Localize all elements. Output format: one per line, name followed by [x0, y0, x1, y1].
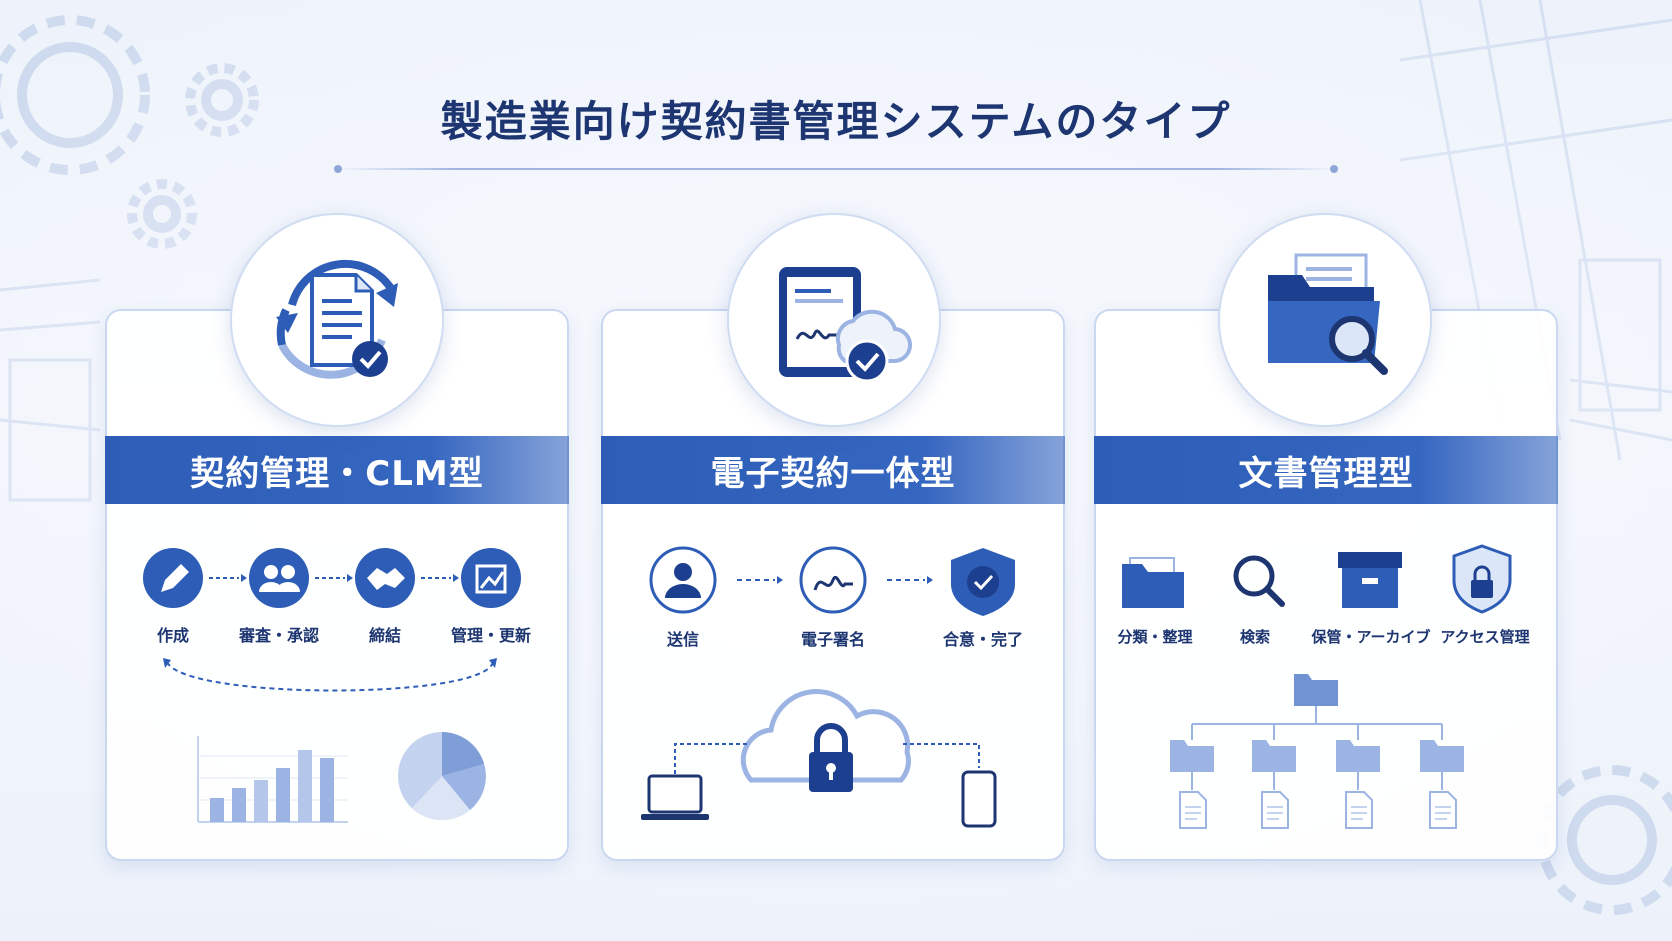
step-label-esign: 電子署名: [800, 630, 865, 649]
document-cycle-check-icon: [276, 259, 398, 379]
step-icon-archive: [1338, 552, 1402, 608]
step-icon-pencil: [143, 548, 203, 608]
step-icon-handshake: [355, 548, 415, 608]
laptop-icon: [641, 774, 709, 820]
signature-icon: [813, 576, 853, 591]
hero-circle-esign: [727, 213, 941, 427]
cloud-security-illustration: [641, 689, 997, 828]
step-icon-chart: [461, 548, 521, 608]
step-label-access: アクセス管理: [1440, 628, 1530, 646]
magnifier-icon: [1233, 555, 1285, 607]
clm-process-flow: [143, 548, 521, 692]
hero-circle-clm: [230, 213, 444, 427]
title-divider: [334, 165, 1338, 173]
document-feature-icons: [1122, 544, 1512, 614]
decorative-charts: [197, 732, 486, 823]
cloud-icon: [740, 689, 911, 783]
step-label-classify: 分類・整理: [1117, 628, 1193, 646]
step-label-conclude: 締結: [368, 626, 401, 645]
lock-icon: [809, 723, 853, 792]
step-icon-signature: [799, 546, 867, 614]
step-icon-user: [649, 546, 717, 614]
step-label-search: 検索: [1239, 628, 1270, 646]
step-label-manage: 管理・更新: [450, 626, 531, 645]
step-label-send: 送信: [666, 630, 699, 649]
hero-circle-document: [1218, 213, 1432, 427]
card-heading-document: 文書管理型: [1094, 436, 1558, 504]
step-icon-users: [249, 548, 309, 608]
tablet-signature-cloud-icon: [779, 267, 912, 383]
chart-up-icon: [475, 564, 507, 594]
user-icon: [665, 563, 701, 598]
folder-tree-illustration: [1170, 674, 1464, 829]
step-label-archive: 保管・アーカイブ: [1311, 628, 1431, 646]
document-icon: [1179, 791, 1457, 829]
smartphone-icon: [961, 770, 997, 828]
shield-lock-icon: [1452, 544, 1512, 614]
step-icon-shield: [951, 548, 1015, 616]
folder-search-icon: [1268, 253, 1388, 375]
archive-box-icon: [1338, 552, 1402, 608]
handshake-icon: [367, 568, 405, 590]
pie-chart-icon: [398, 732, 486, 820]
step-label-agree: 合意・完了: [942, 630, 1023, 649]
card-heading-esign: 電子契約一体型: [601, 436, 1065, 504]
bar-chart-icon: [197, 736, 348, 823]
page-title: 製造業向け契約書管理システムのタイプ: [440, 97, 1232, 146]
step-icon-magnifier: [1233, 555, 1285, 607]
folder-icon: [1170, 740, 1464, 772]
esign-process-flow: [649, 546, 1015, 616]
folder-icon: [1294, 674, 1338, 706]
step-icon-shield-lock: [1452, 544, 1512, 614]
step-label-review: 審査・承認: [238, 626, 319, 645]
pencil-icon: [161, 564, 189, 592]
card-heading-clm: 契約管理・CLM型: [105, 436, 569, 504]
folder-icon: [1122, 564, 1184, 608]
step-icon-folder: [1122, 557, 1184, 608]
step-label-create: 作成: [156, 626, 189, 645]
users-icon: [259, 565, 300, 592]
